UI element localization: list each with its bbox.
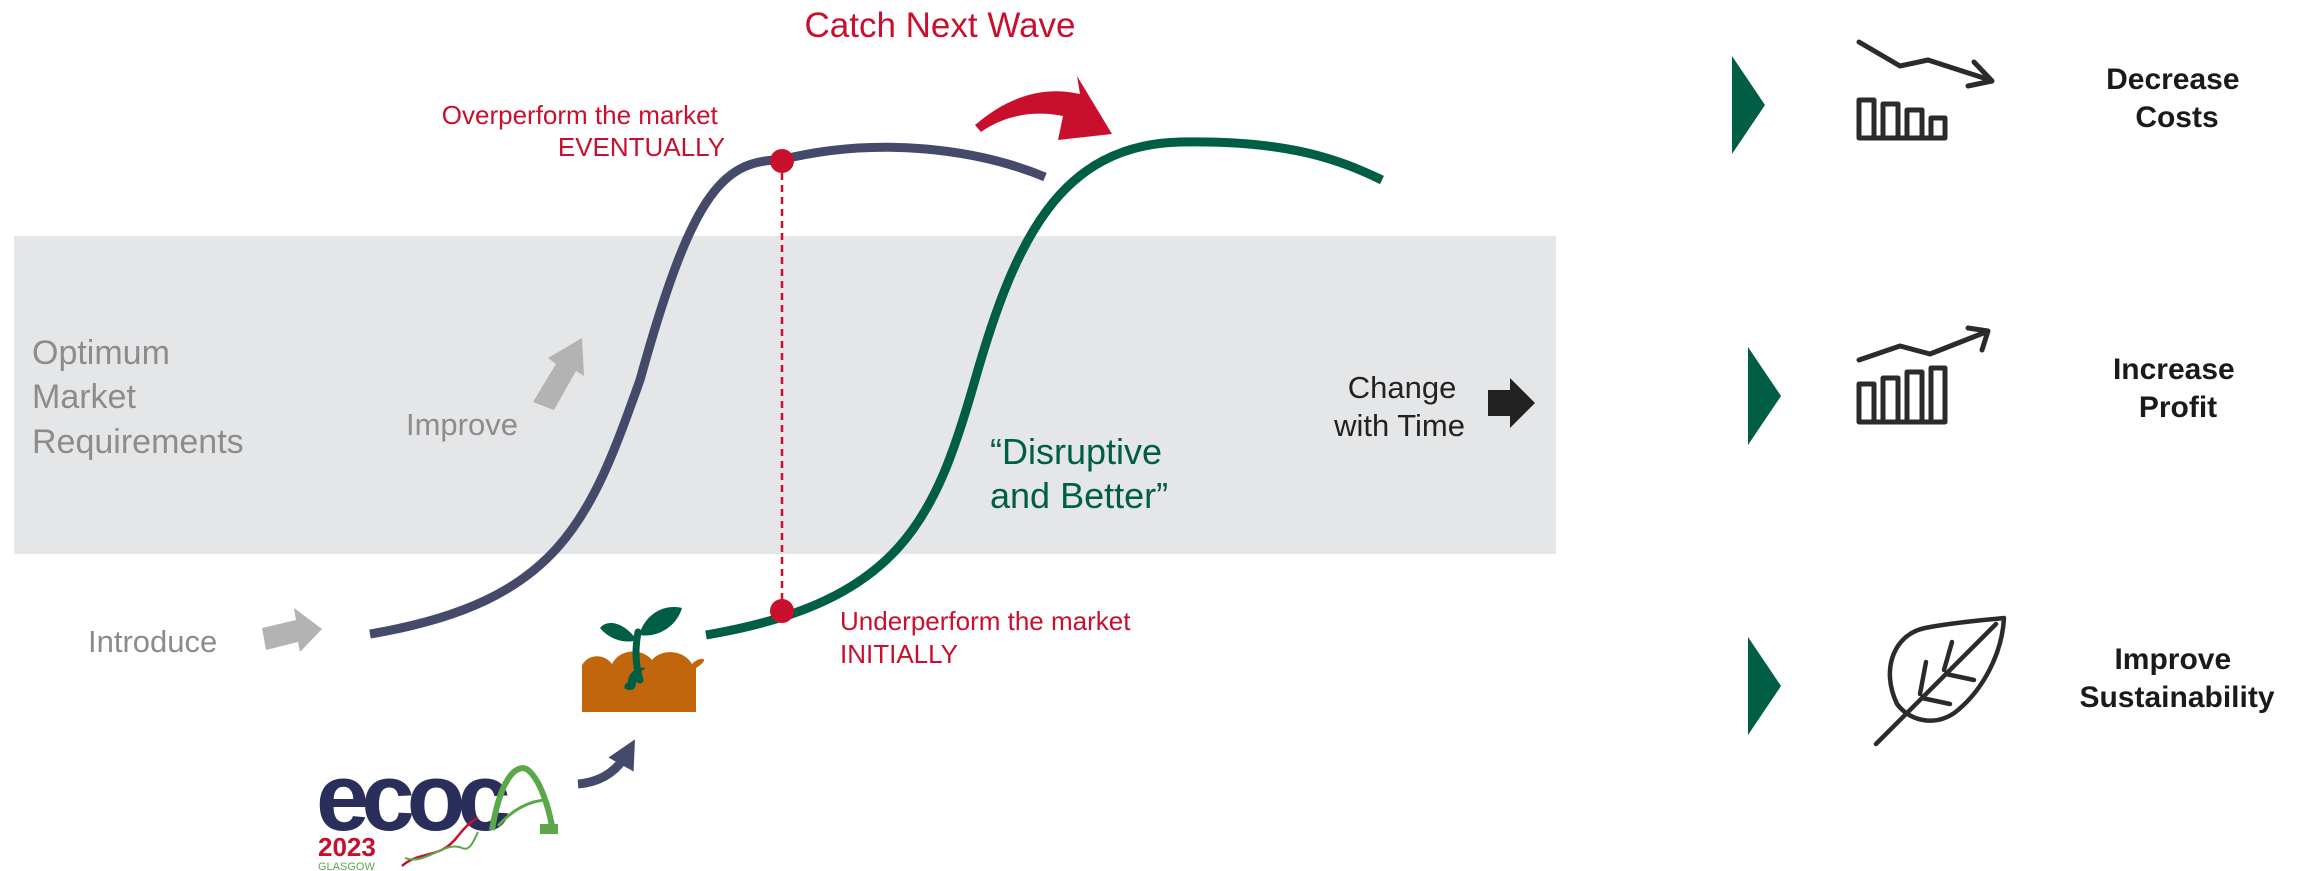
second-s-curve bbox=[705, 137, 1384, 640]
underperform-dot bbox=[770, 599, 794, 623]
logo-dna bbox=[401, 816, 479, 867]
bar-chart-down-icon bbox=[1856, 39, 1995, 141]
gray-arrow-icon bbox=[533, 338, 584, 410]
benefit-increase-profit: Increase Profit bbox=[2113, 353, 2243, 424]
overperform-label: Overperform the market EVENTUALLY bbox=[442, 100, 725, 162]
logo-city: GLASGOW bbox=[318, 861, 375, 871]
ecoc-logo: ecoc 2023 GLASGOW bbox=[316, 744, 558, 871]
sprout-icon bbox=[582, 607, 705, 712]
logo-year: 2023 bbox=[318, 832, 376, 862]
improve-label: Improve bbox=[406, 407, 518, 442]
benefit-decrease-costs: Decrease Costs bbox=[2106, 63, 2248, 134]
bullet-triangle bbox=[1732, 56, 1765, 154]
bullet-triangle bbox=[1748, 637, 1781, 735]
change-label: Change with Time bbox=[1333, 370, 1465, 443]
diagram-title: Catch Next Wave bbox=[804, 6, 1075, 45]
black-arrow-icon bbox=[1488, 378, 1535, 428]
introduce-label: Introduce bbox=[88, 624, 217, 659]
logo-wordmark: ecoc bbox=[316, 744, 508, 851]
benefit-improve-sustainability: Improve Sustainability bbox=[2079, 643, 2274, 714]
gray-arrow-icon bbox=[262, 608, 322, 652]
navy-curved-arrow-icon bbox=[577, 739, 635, 789]
optimum-label: Optimum Market Requirements bbox=[32, 334, 244, 461]
overperform-dot bbox=[770, 149, 794, 173]
bullet-triangle bbox=[1748, 347, 1781, 445]
first-s-curve bbox=[369, 142, 1047, 639]
red-curved-arrow-icon bbox=[975, 76, 1112, 140]
optimum-band bbox=[14, 236, 1556, 554]
bar-chart-up-icon bbox=[1856, 325, 1991, 425]
disruptive-label: “Disruptive and Better” bbox=[990, 431, 1172, 516]
logo-arch bbox=[489, 765, 555, 831]
underperform-label: Underperform the market INITIALLY bbox=[840, 606, 1138, 669]
leaf-icon bbox=[1873, 615, 2007, 747]
